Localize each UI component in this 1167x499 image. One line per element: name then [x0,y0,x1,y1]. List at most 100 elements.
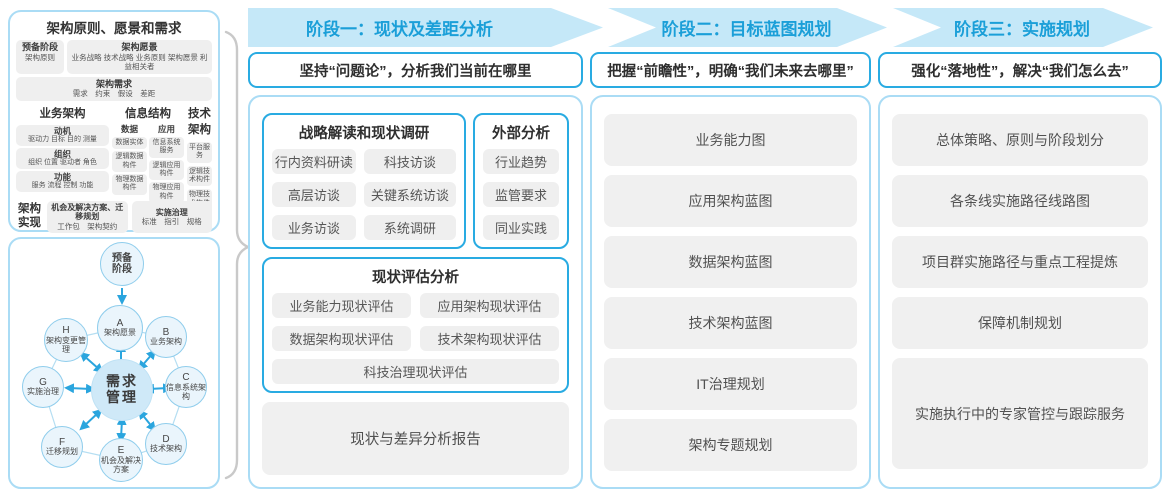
phase1-header-label: 阶段一：现状及差距分析 [306,20,493,39]
application-item: 逻辑应用构件 [149,159,184,181]
phase1-subtitle: 坚持“问题论”，分析我们当前在哪里 [248,52,583,88]
motivation-sub: 驱动力 目标 目的 测量 [28,135,97,143]
implementation-governance-box: 实施治理 标准 指引 规格 [131,200,212,234]
motivation-box: 动机 驱动力 目标 目的 测量 [16,124,109,146]
data-subcolumn: 数据 数据实体 逻辑数据构件 物理数据构件 [112,123,147,203]
phase2-deliverable: 应用架构蓝图 [604,175,857,227]
assessment-item: 技术架构现状评估 [420,326,559,351]
phase3-header-band: 阶段三：实施规划 [893,8,1153,47]
opportunities-migration-box: 机会及解决方案、迁移规划 工作包 架构契约 [47,200,128,234]
technology-item: 平台服务 [187,141,212,163]
adm-node-g: G 实施治理 [22,366,64,408]
center-f-arrow [79,408,103,431]
adm-prep-label: 预备阶段 [112,252,132,275]
research-item: 业务访谈 [272,215,356,240]
assessment-item: 业务能力现状评估 [272,293,411,318]
information-structure-column: 信息结构 数据 数据实体 逻辑数据构件 物理数据构件 应用 信息系统服务 逻辑应… [112,105,184,204]
architecture-framework-panel: 架构原则、愿景和需求 预备阶段 架构原则 架构愿景 业务战略 技术战略 业务原则… [8,10,220,234]
adm-node-c: C 信息系统架构 [165,366,207,408]
research-item: 科技访谈 [363,149,456,174]
assessment-item: 科技治理现状评估 [272,359,559,384]
adm-node-f: F 迁移规划 [41,426,83,468]
technology-architecture-column: 技术架构 平台服务 逻辑技术构件 物理技术构件 [187,105,212,211]
requirements-sub: 需求 约束 假设 差距 [72,89,156,99]
adm-node-e: E 机会及解决方案 [99,438,143,482]
architecture-requirements-box: 架构需求 需求 约束 假设 差距 [16,76,212,101]
phase2-header-band: 阶段二：目标蓝图规划 [608,8,887,47]
adm-node-a: A 架构愿景 [97,305,143,351]
phase3-deliverable: 实施执行中的专家管控与跟踪服务 [892,358,1148,469]
data-item: 物理数据构件 [112,173,147,195]
business-architecture-title: 业务架构 [39,107,86,120]
phase3-deliverable: 各条线实施路径线路图 [892,175,1148,227]
adm-node-d: D 技术架构 [145,423,187,465]
center-d-arrow [137,409,157,432]
center-h-arrow [79,351,104,374]
prep-phase-title: 预备阶段 [21,42,58,52]
assessment-item: 应用架构现状评估 [420,293,559,318]
phase3-content-panel: 总体策略、原则与阶段划分 各条线实施路径线路图 项目群实施路径与重点工程提炼 保… [878,95,1162,489]
assessment-item: 数据架构现状评估 [272,326,411,351]
phase3-deliverable: 总体策略、原则与阶段划分 [892,114,1148,166]
framework-title: 架构原则、愿景和需求 [46,21,182,36]
research-item: 系统调研 [363,215,456,240]
motivation-title: 动机 [53,125,71,136]
adm-node-h: H 架构变更管理 [44,318,88,362]
organization-box: 组织 组织 位置 驱动者 角色 [16,147,109,169]
center-g-arrow [64,383,96,394]
data-item: 数据实体 [112,136,147,150]
framework-columns: 业务架构 动机 驱动力 目标 目的 测量 组织 组织 位置 驱动者 角色 功能 … [16,105,212,211]
external-item: 行业趋势 [483,149,559,174]
application-item: 物理应用构件 [149,182,184,204]
requirements-title: 架构需求 [95,78,132,89]
phase3-subtitle: 强化“落地性”，解决“我们怎么去” [878,52,1162,88]
adm-center-circle: 需求管理 [91,359,153,421]
impl-governance-sub: 标准 指引 规格 [141,217,202,227]
prep-phase-sub: 架构原则 [25,52,55,62]
current-assessment-group: 现状评估分析 业务能力现状评估 应用架构现状评估 数据架构现状评估 技术架构现状… [262,257,569,393]
adm-cycle-panel: 预备阶段 需求管理 A 架构愿景 B 业务架构 C 信息系统架构 D 技术架构 … [8,237,220,489]
data-subcol-title: 数据 [120,123,138,134]
phase3-header-label: 阶段三：实施规划 [954,20,1090,39]
function-box: 功能 服务 流程 控制 功能 [16,170,109,192]
application-item: 信息系统服务 [149,136,184,158]
adm-node-b: B 业务架构 [145,316,187,358]
adm-prep-circle: 预备阶段 [100,242,144,286]
opportunities-sub: 工作包 架构契约 [57,221,118,231]
application-subcolumn: 应用 信息系统服务 逻辑应用构件 物理应用构件 [149,123,184,204]
external-item: 同业实践 [483,215,559,240]
research-item: 行内资料研读 [272,149,356,174]
phase1-header-band: 阶段一：现状及差距分析 [248,8,603,47]
information-structure-title: 信息结构 [125,107,171,120]
phase2-deliverable: 业务能力图 [604,114,857,166]
application-subcol-title: 应用 [157,123,175,134]
opportunities-title: 机会及解决方案、迁移规划 [51,202,124,222]
adm-center-label: 需求管理 [106,373,138,405]
external-analysis-group: 外部分析 行业趋势 监管要求 同业实践 [473,113,569,249]
architecture-realization-row: 架构实现 机会及解决方案、迁移规划 工作包 架构契约 实施治理 标准 指引 规格 [16,200,212,234]
technology-architecture-title: 技术架构 [188,107,211,136]
phase2-subtitle: 把握“前瞻性”，明确“我们未来去哪里” [590,52,871,88]
impl-governance-title: 实施治理 [155,207,188,217]
strategy-research-title: 战略解读和现状调研 [298,126,430,142]
strategy-research-group: 战略解读和现状调研 行内资料研读 科技访谈 高层访谈 关键系统访谈 业务访谈 系… [262,113,466,249]
phase2-deliverable: 架构专题规划 [604,419,857,471]
vision-sub: 业务战略 技术战略 业务原则 架构愿景 利益相关者 [71,52,208,72]
research-item: 关键系统访谈 [363,182,456,207]
phase3-deliverable: 项目群实施路径与重点工程提炼 [892,236,1148,288]
phase1-content-panel: 战略解读和现状调研 行内资料研读 科技访谈 高层访谈 关键系统访谈 业务访谈 系… [248,95,583,489]
vision-title: 架构愿景 [121,42,158,52]
gap-analysis-report-box: 现状与差异分析报告 [262,402,569,475]
center-e-arrow [116,415,127,443]
prep-phase-box: 预备阶段 架构原则 [16,40,64,74]
organization-sub: 组织 位置 驱动者 角色 [28,158,97,166]
framework-top-row: 预备阶段 架构原则 架构愿景 业务战略 技术战略 业务原则 架构愿景 利益相关者 [16,40,212,74]
organization-title: 组织 [53,148,71,159]
phase2-deliverable: 技术架构蓝图 [604,297,857,349]
realization-label: 架构实现 [18,203,41,229]
external-item: 监管要求 [483,182,559,207]
function-title: 功能 [53,171,71,182]
phase2-deliverable: 数据架构蓝图 [604,236,857,288]
data-item: 逻辑数据构件 [112,151,147,172]
